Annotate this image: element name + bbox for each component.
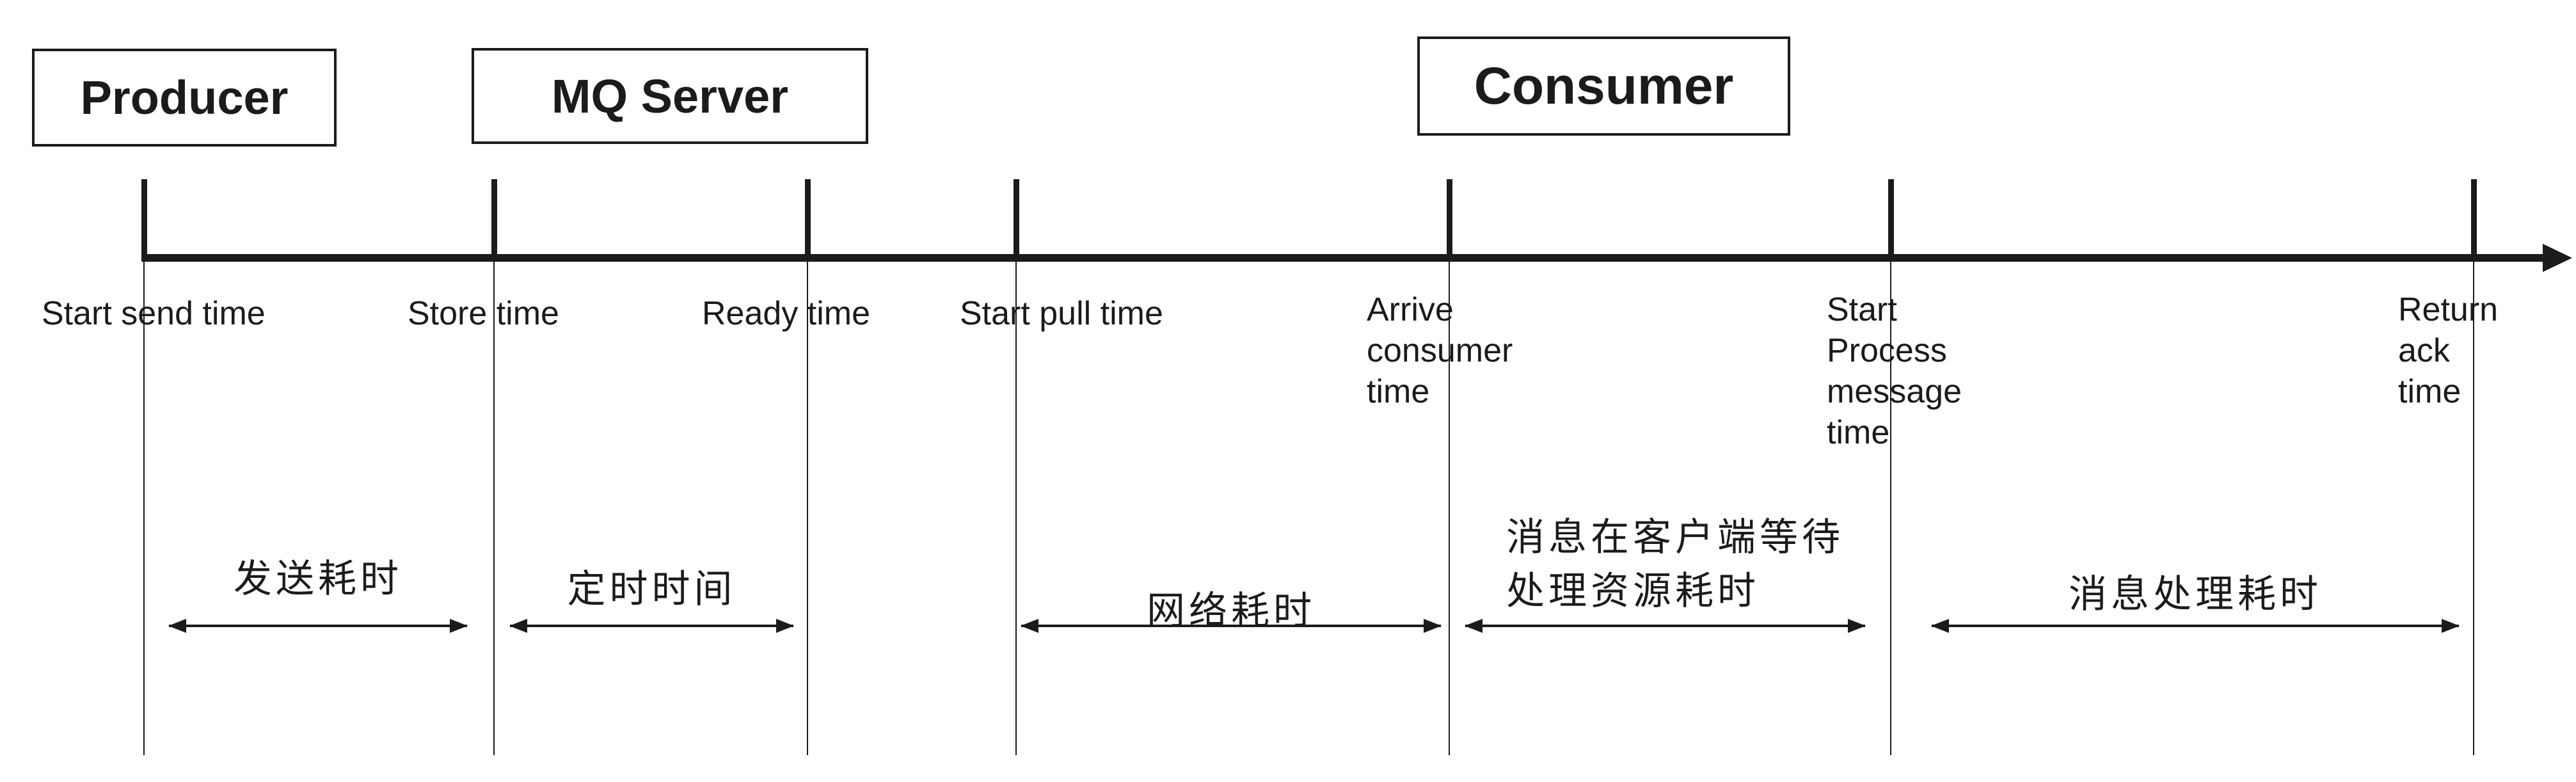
arrowhead-left-icon: [509, 619, 527, 633]
duration-label-client-wait-elapsed: 消息在客户端等待 处理资源耗时: [1506, 516, 1844, 612]
arrowhead-right-icon: [2442, 619, 2460, 633]
consumer-label: Consumer: [1474, 56, 1734, 115]
producer-box: Producer: [32, 49, 337, 147]
timer-duration-arrow: [509, 619, 794, 633]
mq-server-box: MQ Server: [472, 48, 868, 144]
process-duration-arrow: [1931, 619, 2460, 633]
tick-mark-start-pull: [1014, 179, 1019, 262]
drop-line-start-pull: [1015, 262, 1017, 755]
drop-line-ready: [807, 262, 808, 755]
arrowhead-right-icon: [1848, 619, 1866, 633]
send-duration-arrow: [168, 619, 468, 633]
tick-mark-arrive-consumer: [1447, 179, 1452, 262]
drop-line-start-process: [1890, 262, 1891, 755]
consumer-box: Consumer: [1417, 36, 1790, 136]
arrowhead-left-icon: [168, 619, 186, 633]
timeline-axis: [141, 254, 2547, 262]
tick-mark-start-process: [1888, 179, 1894, 262]
drop-line-arrive-consumer: [1449, 262, 1450, 755]
tick-label-arrive-consumer-time: Arrive consumer time: [1367, 291, 1513, 410]
arrowhead-left-icon: [1931, 619, 1949, 633]
tick-label-ready-time: Ready time: [702, 295, 870, 332]
arrowhead-left-icon: [1465, 619, 1483, 633]
network-duration-arrow: [1021, 619, 1442, 633]
producer-label: Producer: [80, 71, 289, 124]
arrowhead-right-icon: [1424, 619, 1442, 633]
arrowhead-left-icon: [1021, 619, 1038, 633]
duration-label-process-elapsed: 消息处理耗时: [2069, 573, 2322, 616]
tick-mark-start-send: [141, 179, 147, 262]
duration-label-send-elapsed: 发送耗时: [234, 557, 402, 600]
arrowhead-right-icon: [450, 619, 468, 633]
drop-line-start-send: [143, 262, 145, 755]
arrowhead-right-icon: [776, 619, 794, 633]
client-wait-duration-arrow: [1465, 619, 1866, 633]
drop-line-store: [493, 262, 495, 755]
tick-label-start-send-time: Start send time: [42, 295, 266, 332]
tick-label-return-ack-time: Return ack time: [2398, 291, 2499, 410]
tick-mark-return-ack: [2471, 179, 2477, 262]
drop-line-return-ack: [2473, 262, 2474, 755]
tick-label-store-time: Store time: [408, 295, 559, 332]
mq-server-label: MQ Server: [551, 69, 789, 123]
tick-label-start-pull-time: Start pull time: [960, 295, 1163, 332]
tick-label-start-process-message-time: Start Process message time: [1827, 291, 1962, 451]
duration-label-timer-time: 定时时间: [567, 568, 736, 610]
timeline-arrowhead-icon: [2543, 244, 2572, 272]
tick-mark-store: [491, 179, 497, 262]
tick-mark-ready: [805, 179, 811, 262]
